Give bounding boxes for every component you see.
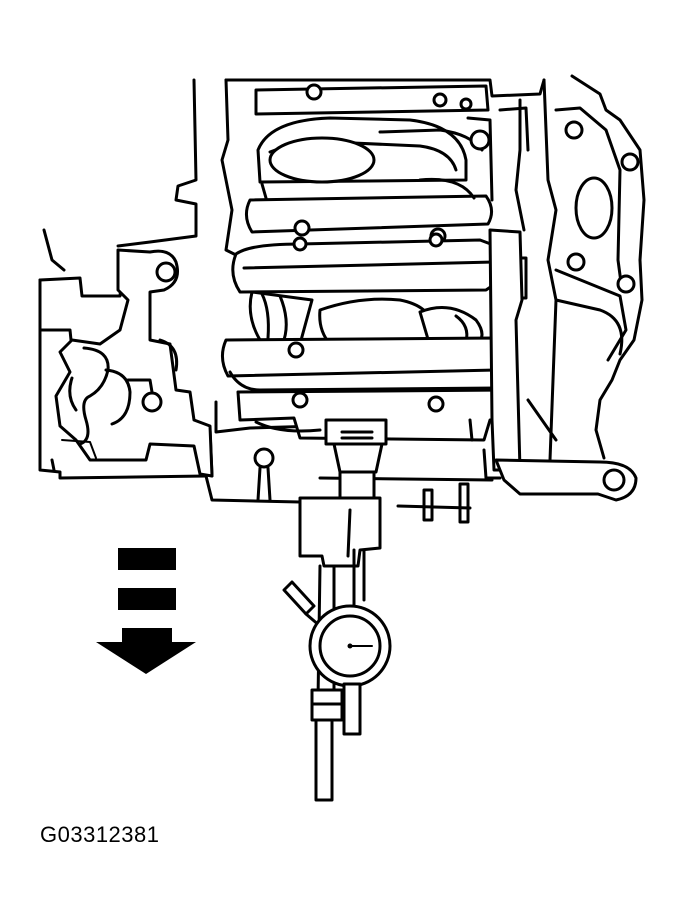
- bottom-pins: [253, 447, 494, 524]
- dial-indicator-assembly: [282, 418, 392, 802]
- figure-id-label: G03312381: [40, 822, 160, 847]
- right-block-section: [482, 98, 640, 502]
- left-mounting-flange: [54, 248, 214, 478]
- middle-crankshaft-journal: [231, 177, 528, 308]
- arrow-head: [96, 628, 196, 674]
- right-face-studs: [564, 120, 640, 294]
- arrow-dash-middle: [118, 588, 176, 610]
- downward-direction-arrow: [96, 548, 196, 674]
- crankshaft-counterweights: [248, 290, 484, 348]
- upper-crankshaft-section: [254, 83, 494, 202]
- arrow-dash-upper: [118, 548, 176, 570]
